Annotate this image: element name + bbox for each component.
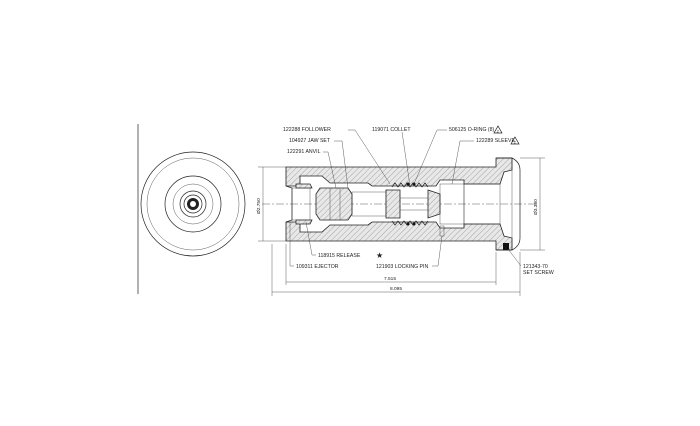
warning-triangle-icon: 2 bbox=[493, 125, 503, 133]
svg-text:2: 2 bbox=[514, 139, 517, 144]
spring-upper bbox=[391, 182, 429, 188]
callouts: 122288 FOLLOWER 119071 COLLET 104927 JAW… bbox=[283, 125, 554, 276]
right-diameter-label: Ø3.380 bbox=[533, 199, 539, 215]
end-view bbox=[137, 124, 246, 294]
section-view bbox=[262, 157, 536, 251]
callout-ejector: 109311 EJECTOR bbox=[296, 264, 339, 270]
callout-follower: 122288 FOLLOWER bbox=[283, 127, 331, 133]
length-overall-label: 8.095 bbox=[390, 286, 402, 292]
callout-sleeve: 122289 SLEEVE bbox=[476, 138, 515, 144]
callout-jaw-set: 104927 JAW SET bbox=[289, 138, 331, 144]
star-note-icon: ★ bbox=[376, 251, 383, 260]
callout-oring: 506125 O-RING (8) bbox=[449, 127, 495, 133]
dimensions: Ø2.750 Ø3.380 7.515 8.095 bbox=[256, 157, 545, 296]
length-inner-label: 7.515 bbox=[384, 276, 396, 282]
callout-anvil: 122291 ANVIL bbox=[287, 149, 321, 155]
svg-text:2: 2 bbox=[497, 128, 500, 133]
callout-locking-pin: 121903 LOCKING PIN bbox=[376, 264, 428, 270]
warning-triangle-icon: 2 bbox=[510, 136, 520, 144]
callout-release: 118915 RELEASE bbox=[318, 253, 361, 259]
callout-collet: 119071 COLLET bbox=[372, 127, 411, 133]
left-diameter-label: Ø2.750 bbox=[256, 198, 262, 214]
callout-set-screw-name: SET SCREW bbox=[523, 270, 554, 276]
callout-set-screw-number: 121343-70 bbox=[523, 264, 548, 270]
spring-lower bbox=[391, 220, 429, 226]
